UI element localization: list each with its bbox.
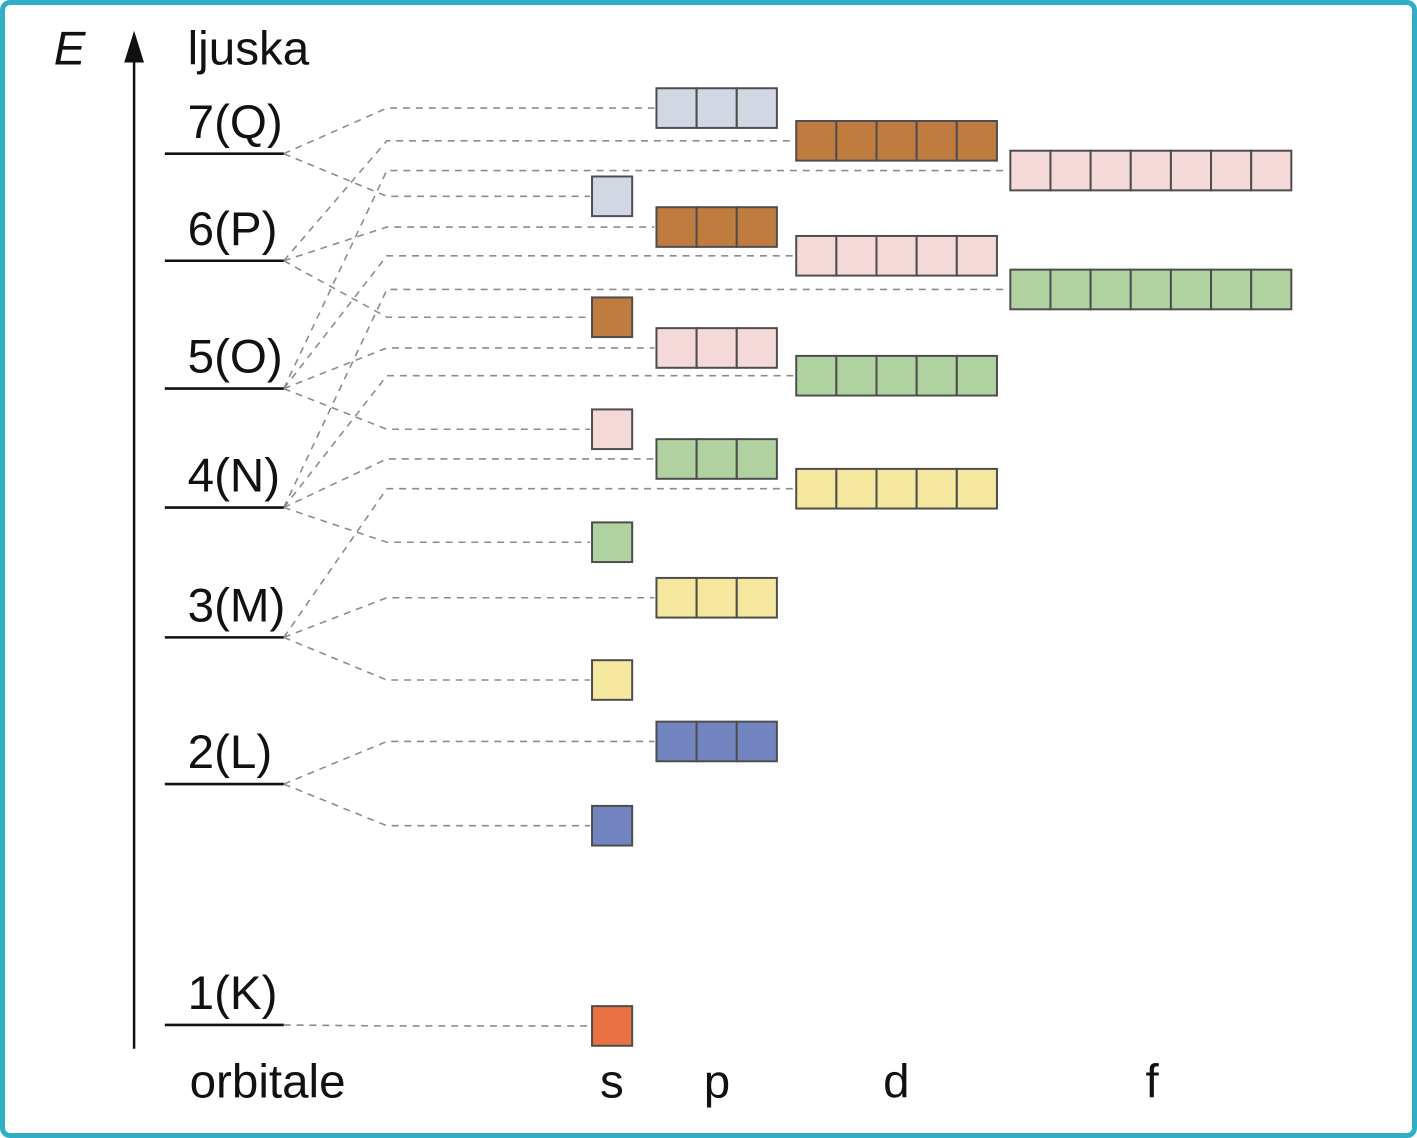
orbital-4f-box-1 xyxy=(1009,268,1052,311)
orbital-5f-box-2 xyxy=(1049,149,1092,192)
connector-5d xyxy=(283,254,795,390)
orbital-4f-box-7 xyxy=(1250,268,1293,311)
shell-label-5: 5(O) xyxy=(188,331,283,384)
orbital-row-header: orbitale xyxy=(190,1055,346,1108)
connector-4p xyxy=(283,458,655,509)
orbital-6d-box-4 xyxy=(915,119,958,162)
shell-label-1: 1(K) xyxy=(188,967,278,1020)
connector-5s xyxy=(283,387,591,431)
connector-6d xyxy=(283,140,795,262)
orbital-6d-box-2 xyxy=(835,119,878,162)
energy-axis-arrowhead-icon xyxy=(124,30,145,63)
shell-label-2: 2(L) xyxy=(188,726,273,779)
connector-5p xyxy=(283,347,655,390)
orbital-3d-box-1 xyxy=(795,467,838,510)
orbital-4p-box-1 xyxy=(655,438,698,480)
orbital-3d-box-3 xyxy=(875,467,918,510)
connector-2s xyxy=(283,783,591,827)
orbital-5d-box-1 xyxy=(795,234,838,277)
orbital-6p-box-3 xyxy=(735,206,778,248)
orbital-7p-box-2 xyxy=(695,87,738,129)
orbital-type-label-s: s xyxy=(600,1055,624,1108)
orbital-6d-box-3 xyxy=(875,119,918,162)
connector-6p xyxy=(283,226,655,262)
orbital-5d-box-5 xyxy=(955,234,998,277)
orbital-2p-box-1 xyxy=(655,720,698,763)
orbital-4f-box-5 xyxy=(1169,268,1213,311)
orbital-5f-box-5 xyxy=(1169,149,1213,192)
orbital-5f-box-7 xyxy=(1250,149,1293,192)
shell-label-3: 3(M) xyxy=(188,580,286,633)
orbital-4d-box-3 xyxy=(875,354,918,397)
shell-label-7: 7(Q) xyxy=(188,96,283,149)
orbital-4d-box-1 xyxy=(795,354,838,397)
connector-3p xyxy=(283,596,655,639)
orbital-5p-box-2 xyxy=(695,327,738,369)
orbital-type-label-d: d xyxy=(883,1055,909,1108)
orbital-3p-box-2 xyxy=(695,576,738,619)
orbital-6s-box-1 xyxy=(591,296,634,339)
orbital-5f-box-6 xyxy=(1210,149,1253,192)
orbital-5p-box-1 xyxy=(655,327,698,369)
connector-4s xyxy=(283,506,591,544)
orbital-4d-box-2 xyxy=(835,354,878,397)
connector-6s xyxy=(283,260,591,319)
orbital-3s-box-1 xyxy=(591,659,634,701)
orbital-4f-box-6 xyxy=(1210,268,1253,311)
orbital-6d-box-1 xyxy=(795,119,838,162)
orbital-5f-box-3 xyxy=(1089,149,1132,192)
connector-3s xyxy=(283,636,591,681)
orbital-5d-box-3 xyxy=(875,234,918,277)
connector-5f xyxy=(283,169,1009,389)
orbital-4p-box-2 xyxy=(695,438,738,480)
orbital-4f-box-4 xyxy=(1129,268,1172,311)
orbital-4p-box-3 xyxy=(735,438,778,480)
connector-4f xyxy=(283,288,1009,508)
orbital-6d-box-5 xyxy=(955,119,998,162)
orbital-1s-box-1 xyxy=(591,1005,634,1047)
energy-axis-label: E xyxy=(54,22,87,75)
orbital-4d-box-5 xyxy=(955,354,998,397)
orbital-type-label-f: f xyxy=(1145,1055,1159,1108)
orbital-4f-box-2 xyxy=(1049,268,1092,311)
connector-3d xyxy=(283,487,795,638)
shell-column-header: ljuska xyxy=(188,22,310,75)
orbital-5p-box-3 xyxy=(735,327,778,369)
orbital-5d-box-2 xyxy=(835,234,878,277)
orbital-3p-box-3 xyxy=(735,576,778,619)
orbital-5s-box-1 xyxy=(591,408,634,451)
connector-1s xyxy=(283,1024,591,1027)
orbital-3d-box-4 xyxy=(915,467,958,510)
connector-7s xyxy=(283,152,591,198)
orbital-3d-box-2 xyxy=(835,467,878,510)
connector-2p xyxy=(283,740,655,785)
orbital-2p-box-2 xyxy=(695,720,738,763)
orbital-6p-box-2 xyxy=(695,206,738,248)
orbital-2p-box-3 xyxy=(735,720,778,763)
connector-7p xyxy=(283,107,655,155)
shell-label-6: 6(P) xyxy=(188,203,278,256)
connector-4d xyxy=(283,374,795,509)
orbital-7p-box-1 xyxy=(655,87,698,129)
orbital-type-label-p: p xyxy=(704,1055,730,1108)
orbital-5f-box-1 xyxy=(1009,149,1052,192)
orbital-7s-box-1 xyxy=(591,175,634,218)
orbital-3p-box-1 xyxy=(655,576,698,619)
orbital-5d-box-4 xyxy=(915,234,958,277)
orbital-3d-box-5 xyxy=(955,467,998,510)
orbital-5f-box-4 xyxy=(1129,149,1172,192)
orbital-7p-box-3 xyxy=(735,87,778,129)
shell-label-4: 4(N) xyxy=(188,450,280,503)
orbital-6p-box-1 xyxy=(655,206,698,248)
orbital-4f-box-3 xyxy=(1089,268,1132,311)
orbital-4d-box-4 xyxy=(915,354,958,397)
orbital-4s-box-1 xyxy=(591,521,634,564)
orbital-2s-box-1 xyxy=(591,804,634,847)
